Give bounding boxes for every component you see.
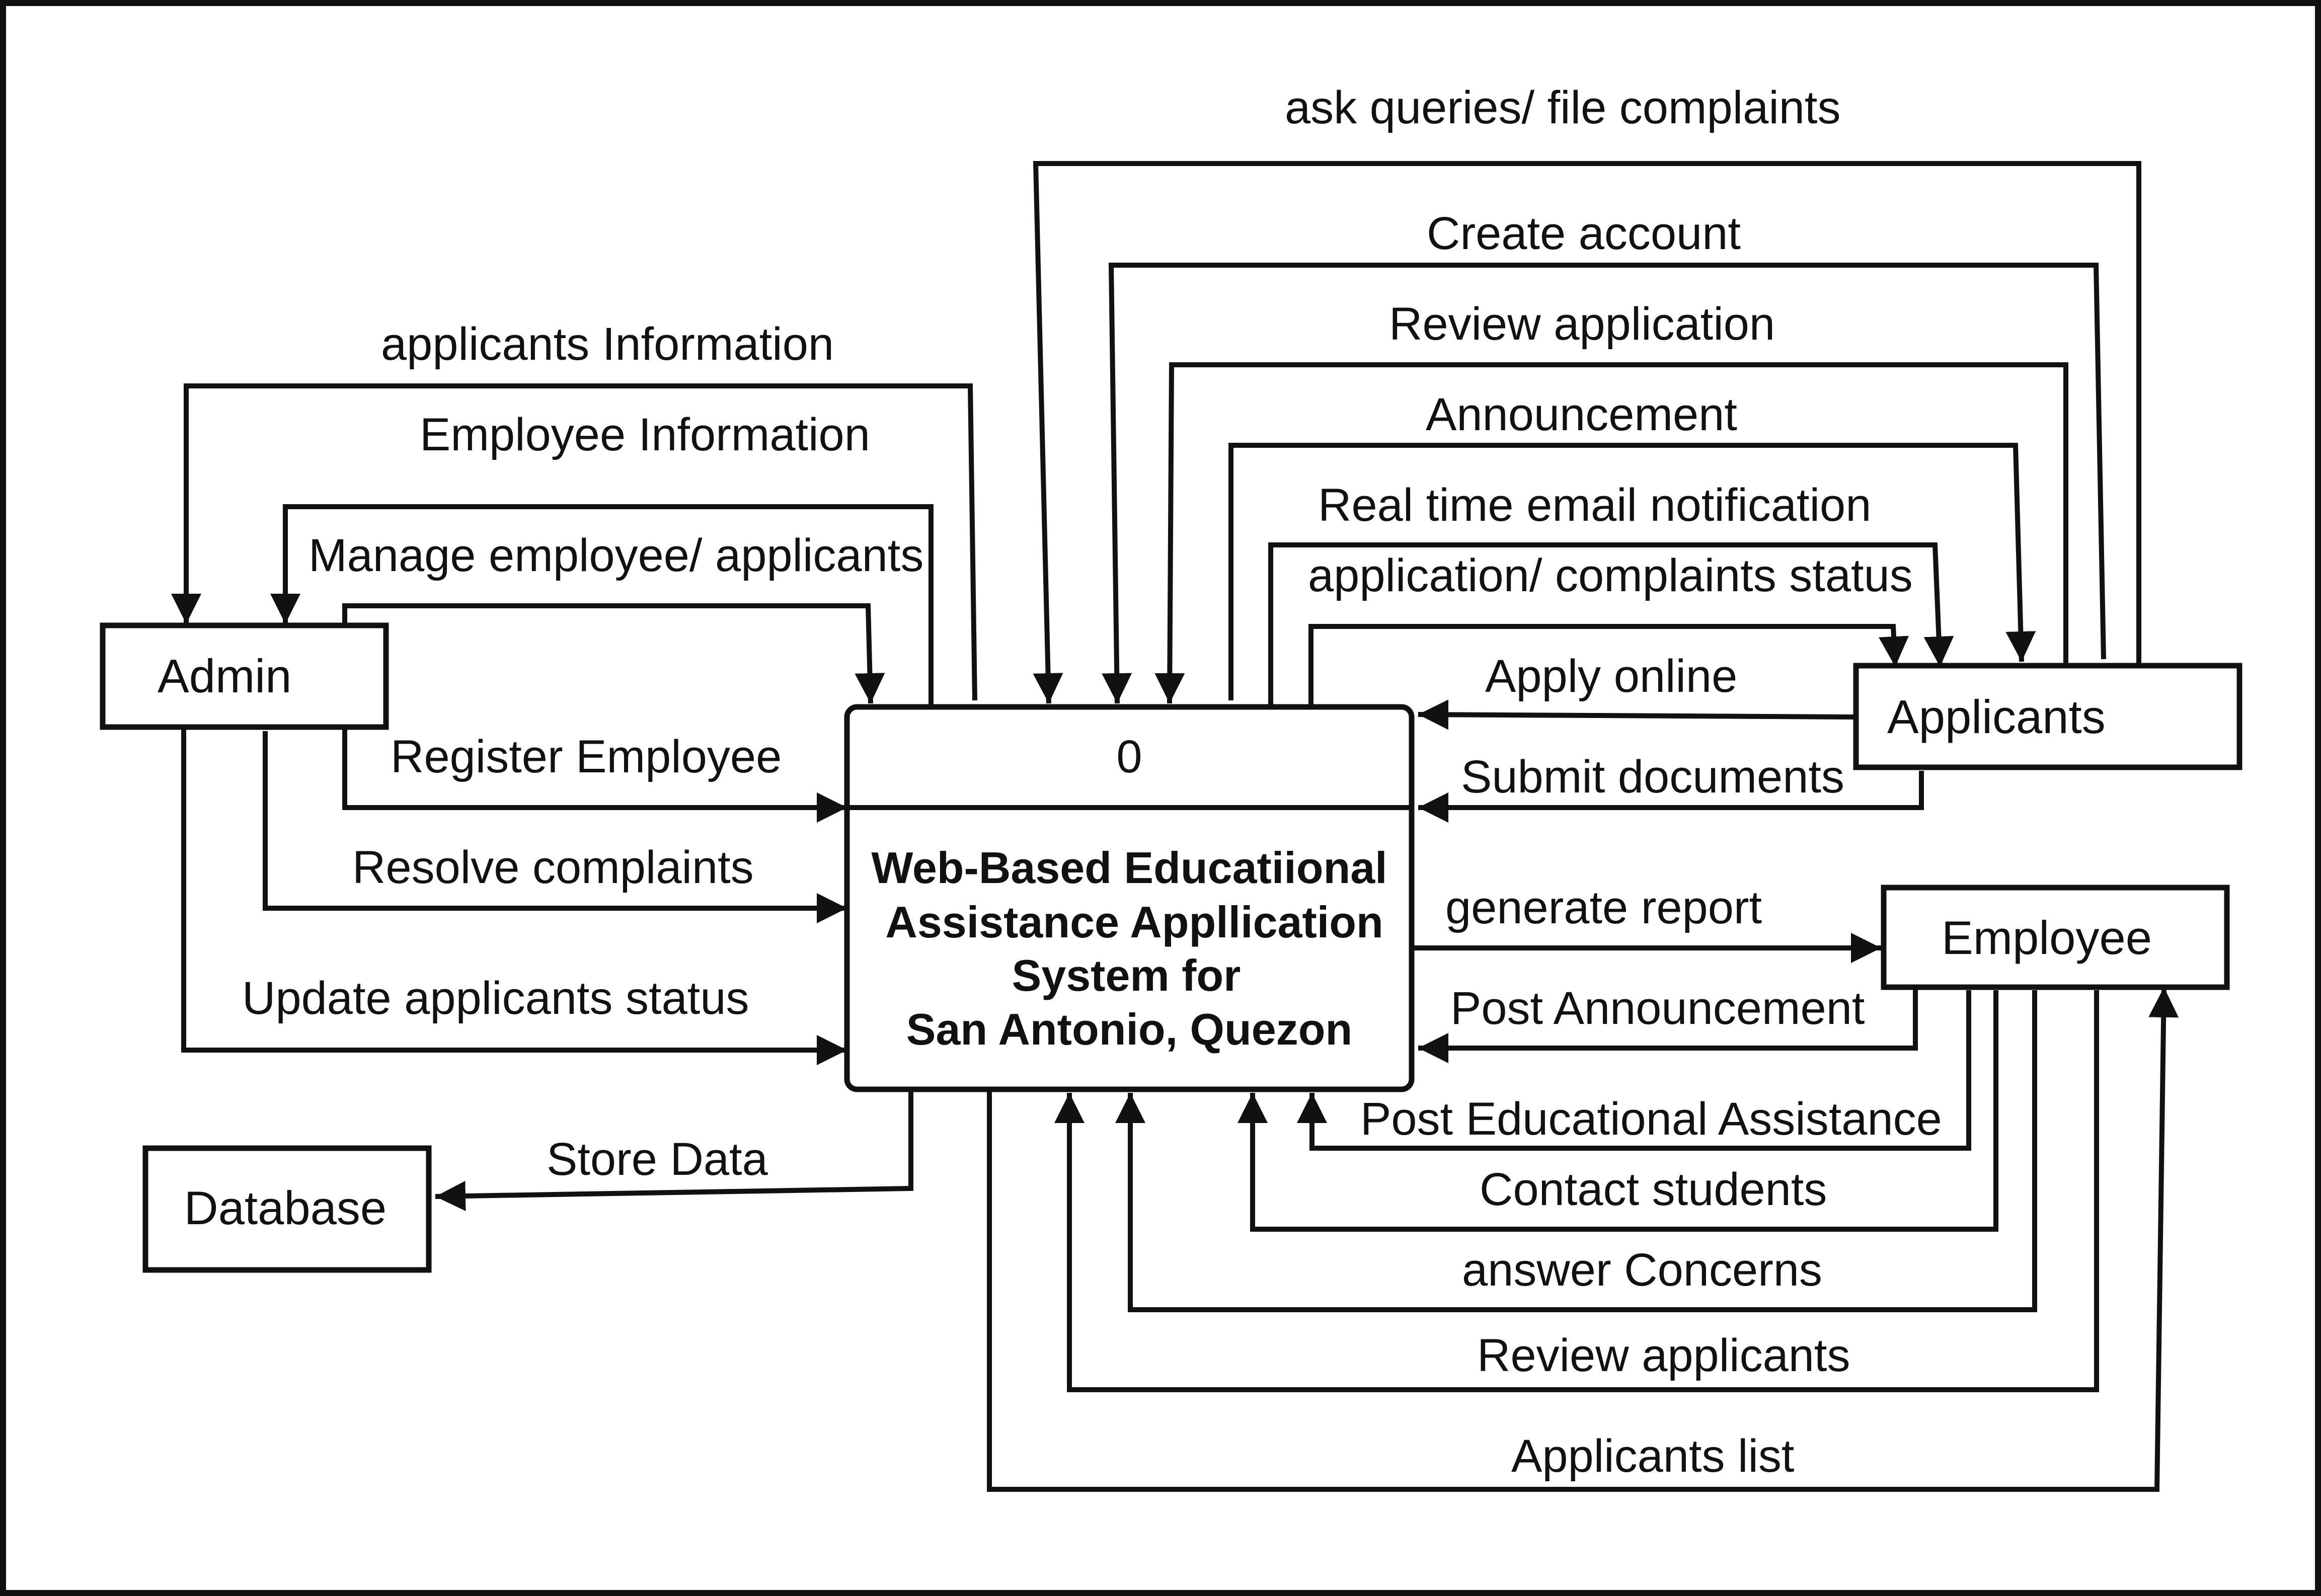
entity-admin: Admin (100, 622, 389, 730)
label-review-applicants: Review applicants (1477, 1330, 1850, 1381)
label-submit-documents: Submit documents (1461, 751, 1844, 803)
flow-line-announcement (1228, 443, 2036, 700)
flow-line-answer-concerns (1115, 990, 2037, 1312)
admin-box (100, 622, 389, 730)
label-announcement: Announcement (1426, 389, 1737, 440)
label-resolve-complaints: Resolve complaints (352, 842, 754, 893)
flow-line-update-applicants-status (181, 727, 847, 1065)
flow-line-apply-online (1418, 699, 1855, 730)
label-applicants-information: applicants Information (381, 318, 834, 370)
label-register-employee: Register Employee (391, 731, 782, 782)
flow-line-applicants-information (171, 383, 977, 701)
employee-label: Employee (1942, 911, 2152, 964)
flow-line-ask-queries (1033, 161, 2141, 704)
process-title-line-1: Web-Based Educatiional (871, 843, 1387, 893)
applicants-box (1853, 663, 2242, 770)
process-number: 0 (1116, 731, 1142, 782)
label-ask-queries: ask queries/ file complaints (1285, 82, 1841, 133)
label-create-account: Create account (1427, 208, 1741, 259)
applicants-label: Applicants (1887, 690, 2106, 743)
label-employee-information: Employee Information (420, 409, 870, 460)
flow-line-employee-information (270, 504, 934, 710)
database-label: Database (184, 1181, 386, 1234)
entity-employee: Employee (1881, 885, 2230, 990)
flow-line-submit-documents (1418, 771, 1924, 823)
label-store-data: Store Data (547, 1134, 768, 1185)
label-post-announcement: Post Announcement (1450, 983, 1865, 1034)
flow-line-applicants-list (987, 987, 2179, 1492)
flow-line-review-applicants (1054, 990, 2099, 1392)
flow-line-register-employee (342, 727, 847, 823)
flow-line-create-account (1102, 263, 2106, 704)
process-title-line-4: San Antonio, Quezon (906, 1004, 1352, 1054)
process-box (844, 704, 1415, 1092)
label-update-applicants-status: Update applicants status (242, 973, 749, 1024)
database-box (142, 1145, 432, 1273)
label-apply-online: Apply online (1485, 651, 1737, 702)
label-post-educational-assistance: Post Educational Assistance (1360, 1093, 1942, 1145)
process-title-line-3: System for (1012, 950, 1241, 1000)
flow-line-application-status (1308, 624, 1909, 707)
label-generate-report: generate report (1445, 882, 1762, 933)
flow-line-manage-employee (342, 603, 885, 704)
employee-box (1881, 885, 2230, 990)
flow-line-review-application (1154, 362, 2068, 704)
flow-line-post-educational-assistance (1297, 990, 1971, 1151)
entity-applicants: Applicants (1853, 663, 2242, 770)
label-review-application: Review application (1389, 298, 1775, 350)
central-process: 0 Web-Based Educatiional Assistance Appl… (844, 704, 1415, 1092)
flow-line-resolve-complaints (263, 731, 847, 923)
label-answer-concerns: answer Concerns (1462, 1244, 1822, 1296)
admin-label: Admin (158, 650, 291, 702)
flow-line-store-data (435, 1092, 913, 1211)
label-contact-students: Contact students (1480, 1164, 1827, 1215)
label-manage-employee: Manage employee/ applicants (308, 530, 923, 581)
label-application-status: application/ complaints status (1308, 550, 1913, 601)
flow-line-contact-students (1237, 990, 1998, 1232)
flow-line-post-announcement (1418, 987, 1918, 1063)
label-real-time-email: Real time email notification (1318, 480, 1871, 531)
process-title-line-2: Assistance Appllication (885, 897, 1383, 947)
flow-line-real-time-email (1268, 542, 1954, 704)
label-applicants-list: Applicants list (1511, 1430, 1794, 1482)
entity-database: Database (142, 1145, 432, 1273)
